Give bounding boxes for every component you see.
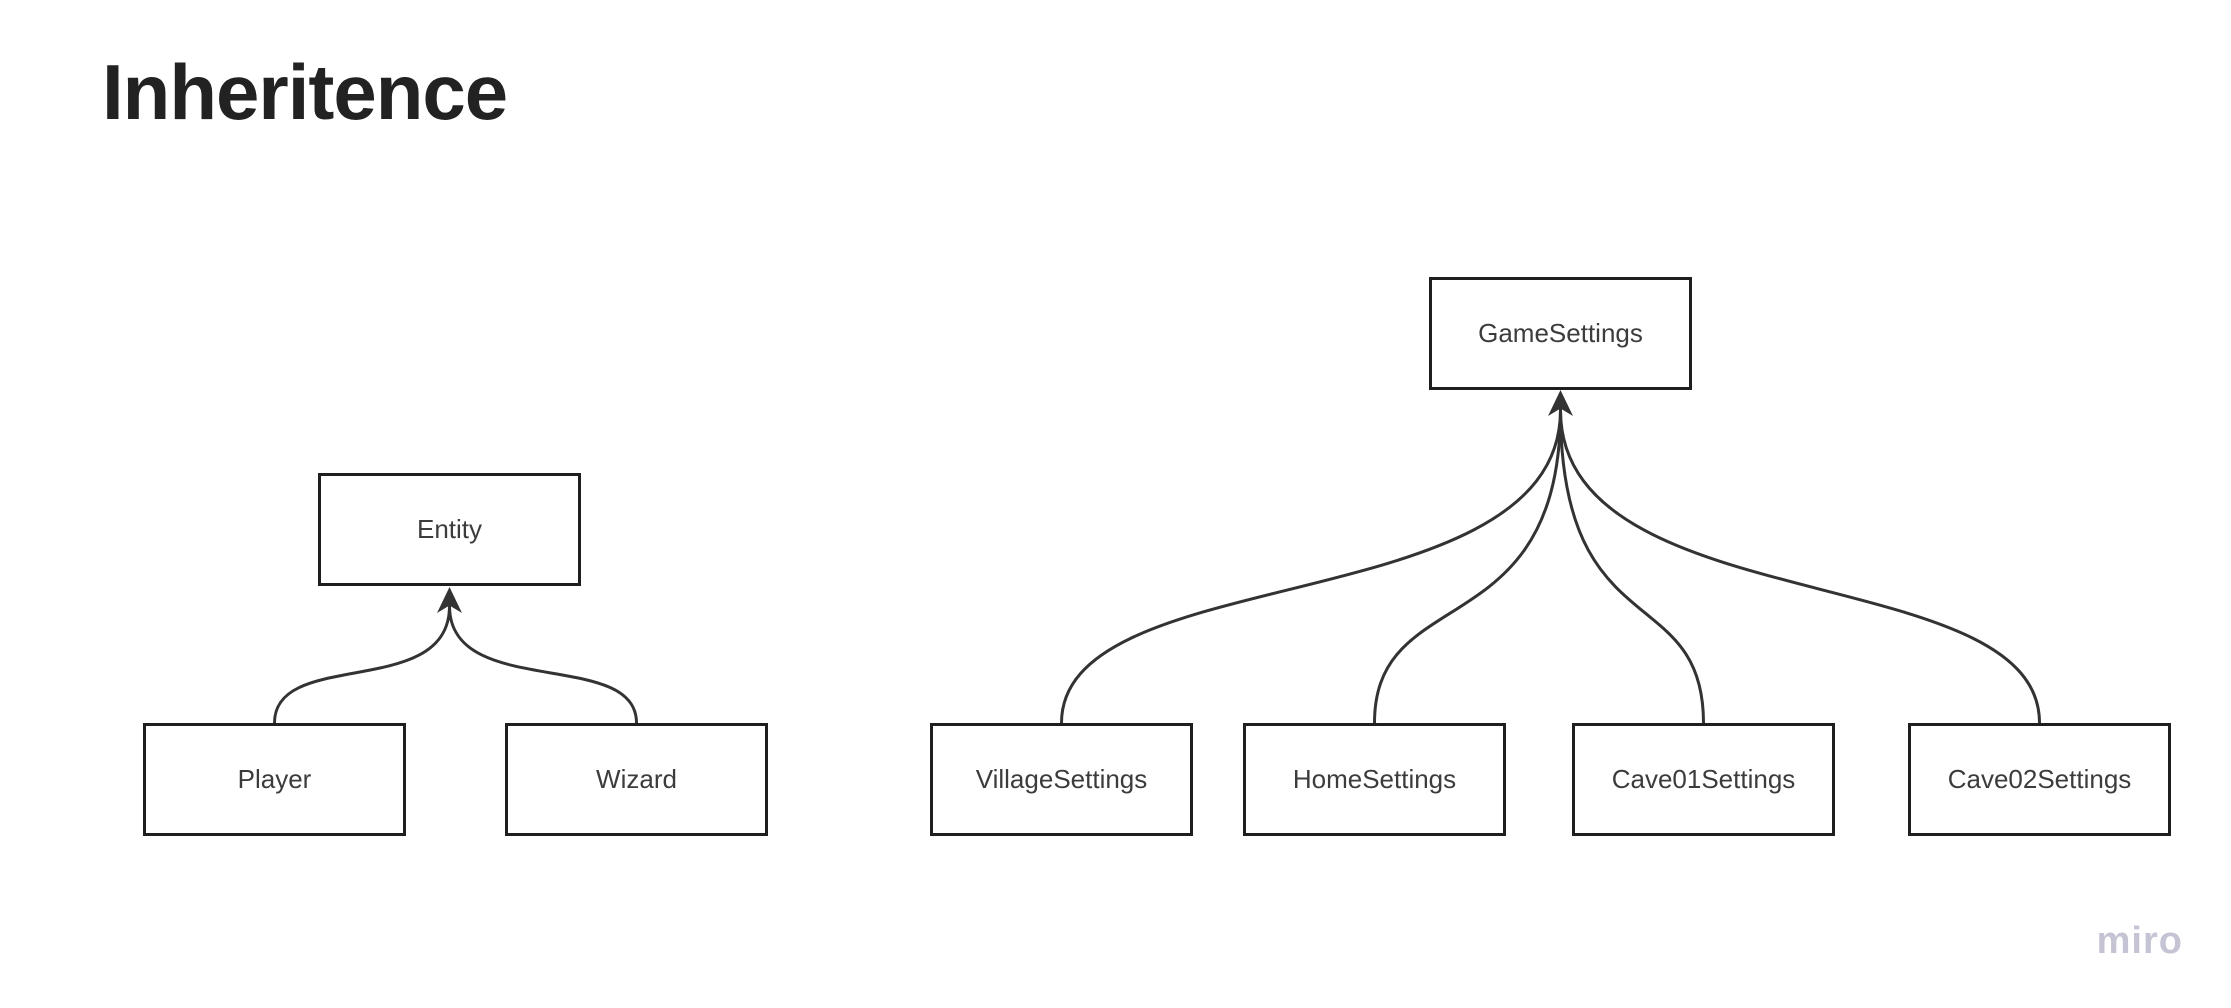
edge-cave01settings-to-gamesettings[interactable] bbox=[1559, 408, 1705, 725]
edge-cave02settings-to-gamesettings[interactable] bbox=[1559, 408, 2041, 725]
node-homesettings[interactable]: HomeSettings bbox=[1243, 723, 1506, 836]
node-label: VillageSettings bbox=[975, 764, 1148, 794]
miro-logo[interactable]: miro bbox=[2096, 920, 2183, 962]
node-entity[interactable]: Entity bbox=[318, 473, 581, 586]
arrowhead-icon bbox=[437, 587, 462, 613]
node-label: Entity bbox=[416, 514, 483, 544]
node-villagesettings[interactable]: VillageSettings bbox=[930, 723, 1193, 836]
node-wizard[interactable]: Wizard bbox=[505, 723, 768, 836]
node-label: Wizard bbox=[596, 764, 677, 794]
node-cave01settings[interactable]: Cave01Settings bbox=[1572, 723, 1835, 836]
edge-wizard-to-entity[interactable] bbox=[448, 604, 638, 725]
node-label: GameSettings bbox=[1478, 318, 1643, 348]
edge-player-to-entity[interactable] bbox=[273, 604, 451, 725]
board-title[interactable]: Inheritence bbox=[102, 48, 508, 136]
node-label: HomeSettings bbox=[1292, 764, 1457, 794]
edge-homesettings-to-gamesettings[interactable] bbox=[1373, 408, 1562, 725]
node-player[interactable]: Player bbox=[143, 723, 406, 836]
arrowhead-icon bbox=[1548, 390, 1573, 416]
node-label: Cave02Settings bbox=[1947, 764, 2132, 794]
node-gamesettings[interactable]: GameSettings bbox=[1429, 277, 1692, 390]
node-cave02settings[interactable]: Cave02Settings bbox=[1908, 723, 2171, 836]
edge-villagesettings-to-gamesettings[interactable] bbox=[1060, 408, 1562, 725]
node-label: Player bbox=[237, 764, 312, 794]
node-label: Cave01Settings bbox=[1611, 764, 1796, 794]
